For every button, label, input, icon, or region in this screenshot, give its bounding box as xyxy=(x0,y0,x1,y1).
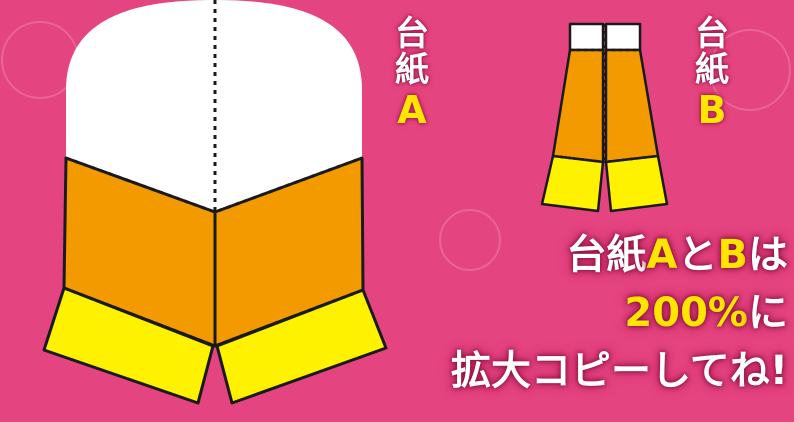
sheet-b-top-tab-left xyxy=(568,22,605,52)
sheet-b-label-kanji-2: 紙 xyxy=(695,50,729,90)
sheet-b-label-kanji-1: 台 xyxy=(695,14,729,54)
note-letter-a: A xyxy=(646,232,678,278)
note-percent: 200% xyxy=(624,290,748,336)
sheet-a-bottom-flap-left xyxy=(42,286,215,405)
note-line-1-part-3: は xyxy=(748,232,788,278)
sheet-b-middle-strip-right xyxy=(604,48,660,164)
sheet-a-bottom-flap-right xyxy=(215,288,388,405)
sheet-b-fold-lines xyxy=(552,24,659,164)
note-line-3: 拡大コピーしてね! xyxy=(450,348,788,394)
sheet-b-top-tab-right xyxy=(604,22,642,52)
note-line-1-part-2: と xyxy=(677,232,718,278)
sheet-a-template xyxy=(42,0,388,405)
note-line-1: 台紙AとBは xyxy=(368,226,788,284)
sheet-b-middle-strip-left xyxy=(551,48,605,164)
sheet-b-bottom-flap-left xyxy=(540,154,605,213)
sheet-a-top-section xyxy=(66,0,362,212)
sheet-a-fold-lines xyxy=(63,0,364,348)
sheet-b-label: 台 紙 B xyxy=(690,16,734,130)
sheet-b-template xyxy=(540,22,669,213)
sheet-a-label-letter: A xyxy=(397,88,427,132)
note-line-2: 200%に xyxy=(368,284,788,342)
enlarge-copy-note: 台紙AとBは 200%に 拡大コピーしてね! xyxy=(368,226,788,400)
note-letter-b: B xyxy=(717,232,749,278)
note-line-2-suffix: に xyxy=(748,290,788,336)
sheet-a-label-kanji-2: 紙 xyxy=(395,50,429,90)
note-line-1-part-1: 台紙 xyxy=(566,232,647,278)
sheet-b-bottom-flap-right xyxy=(604,154,669,213)
sheet-b-label-letter: B xyxy=(697,88,727,132)
sheet-a-label: 台 紙 A xyxy=(390,16,434,130)
sheet-a-label-kanji-1: 台 xyxy=(395,14,429,54)
